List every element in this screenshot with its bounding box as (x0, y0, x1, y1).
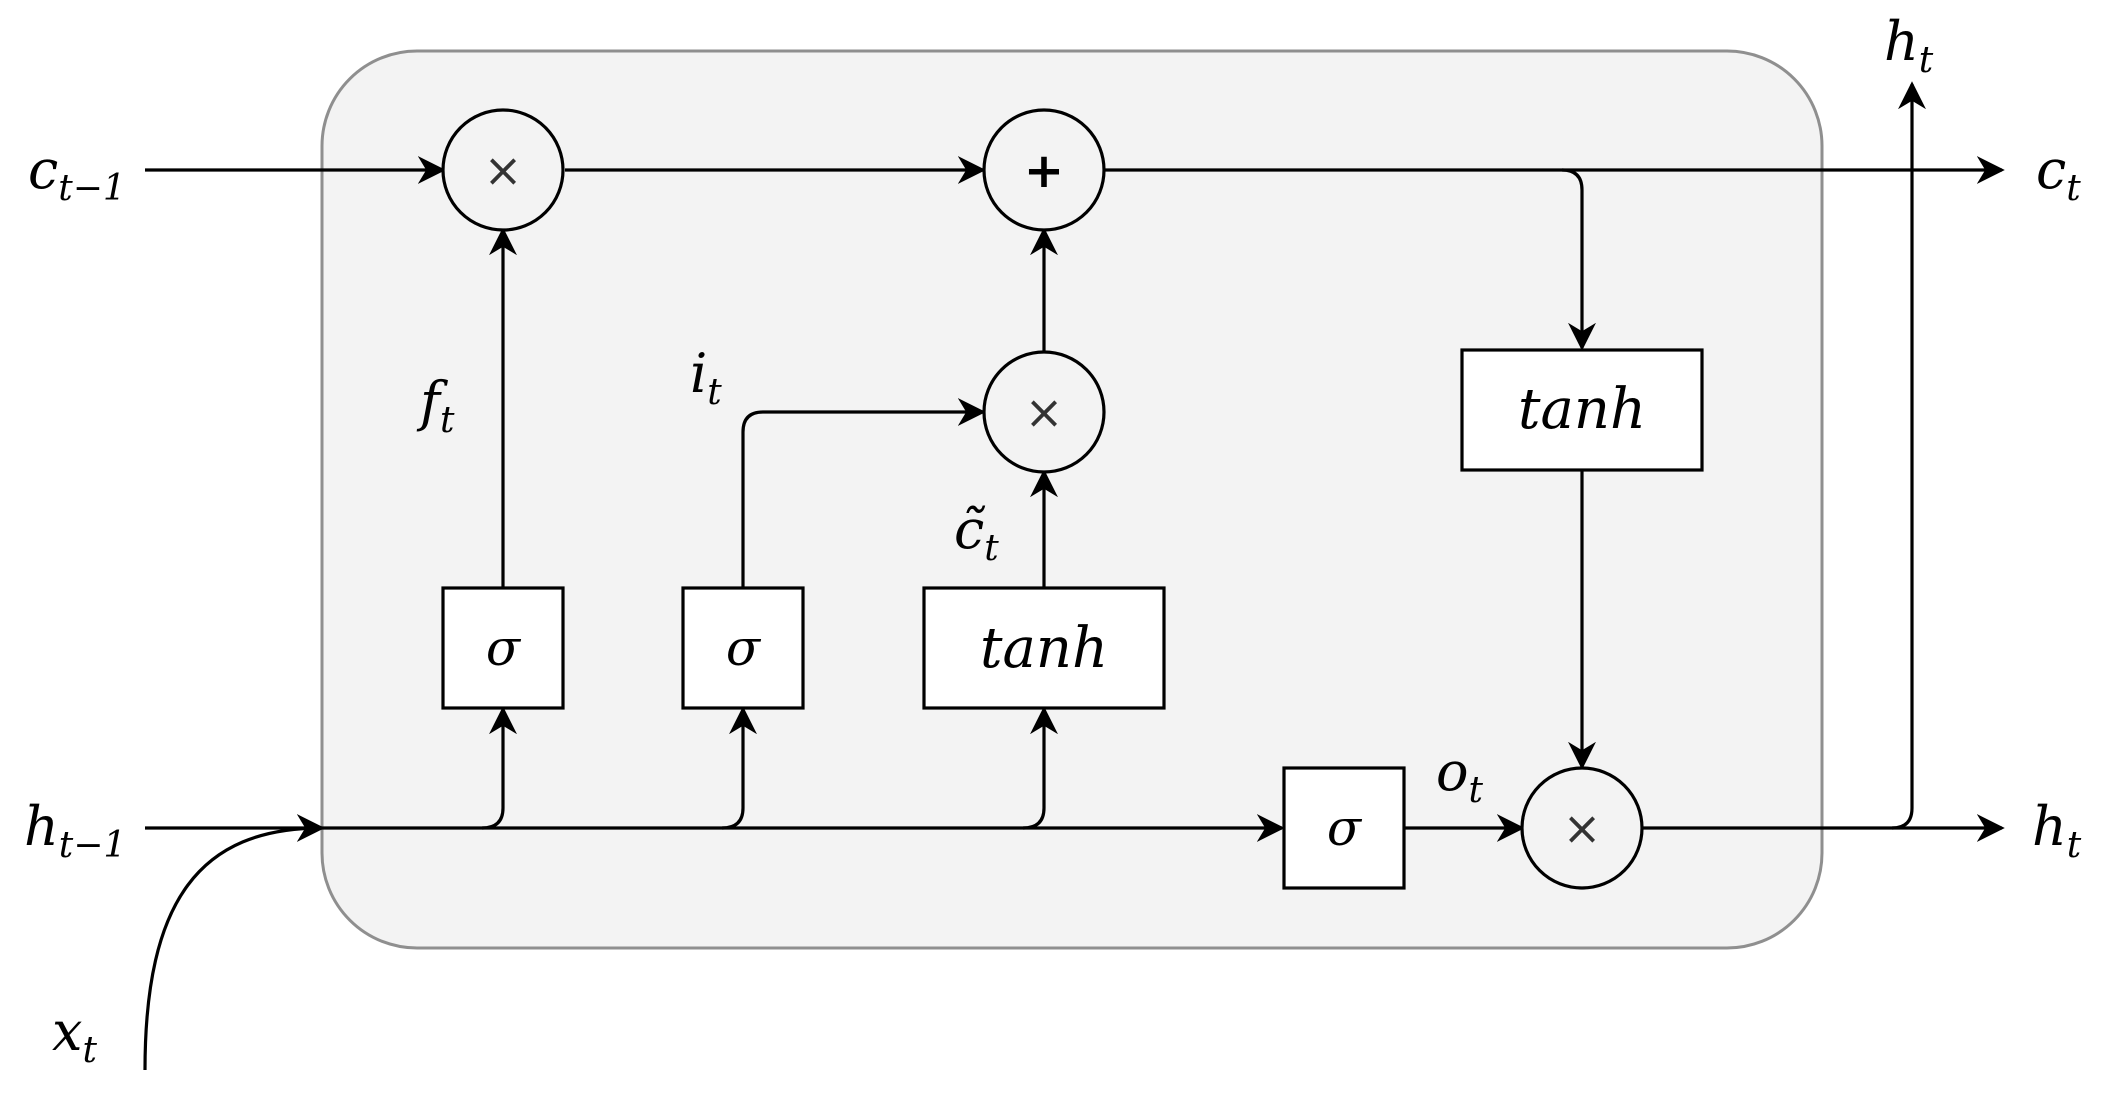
input-multiply-symbol: × (1025, 385, 1064, 439)
wire-to-input-gate (721, 706, 757, 830)
label-h-t-top: ht (1884, 10, 1934, 81)
forget-gate-label: σ (486, 619, 522, 677)
cell-output-tanh-box: tanh (1460, 348, 1704, 472)
label-c-t: ct (2036, 138, 2081, 209)
label-h-prev: ht−1 (24, 795, 126, 866)
output-gate-label: σ (1327, 799, 1363, 857)
input-gate-box: σ (681, 586, 805, 710)
wire-x-t (143, 814, 325, 1071)
cell-add-symbol: + (1024, 143, 1064, 199)
label-o-t: ot (1436, 740, 1484, 811)
wire-to-candidate (1022, 706, 1058, 830)
wire-c-to-tanh (1561, 168, 1596, 351)
output-multiply-node: × (1520, 766, 1644, 890)
wire-h-t-up (1891, 81, 1926, 830)
wire-input-gate-out (741, 398, 986, 587)
output-gate-box: σ (1282, 766, 1406, 890)
candidate-tanh-label: tanh (980, 616, 1108, 681)
lstm-cell-container (320, 49, 1824, 950)
label-c-tilde: c̃t (954, 498, 999, 569)
label-h-t-right: ht (2032, 795, 2082, 866)
forget-multiply-node: × (441, 108, 565, 232)
label-x-t: xt (52, 1000, 97, 1071)
cell-output-tanh-label: tanh (1518, 377, 1646, 442)
cell-add-node: + (982, 108, 1106, 232)
input-multiply-node: × (982, 350, 1106, 474)
output-multiply-symbol: × (1563, 801, 1602, 855)
input-gate-label: σ (726, 619, 762, 677)
forget-multiply-symbol: × (484, 143, 523, 197)
label-i-t: it (690, 342, 722, 413)
label-c-prev: ct−1 (28, 138, 126, 209)
forget-gate-box: σ (441, 586, 565, 710)
wire-to-forget-gate (481, 706, 517, 830)
candidate-tanh-box: tanh (922, 586, 1166, 710)
